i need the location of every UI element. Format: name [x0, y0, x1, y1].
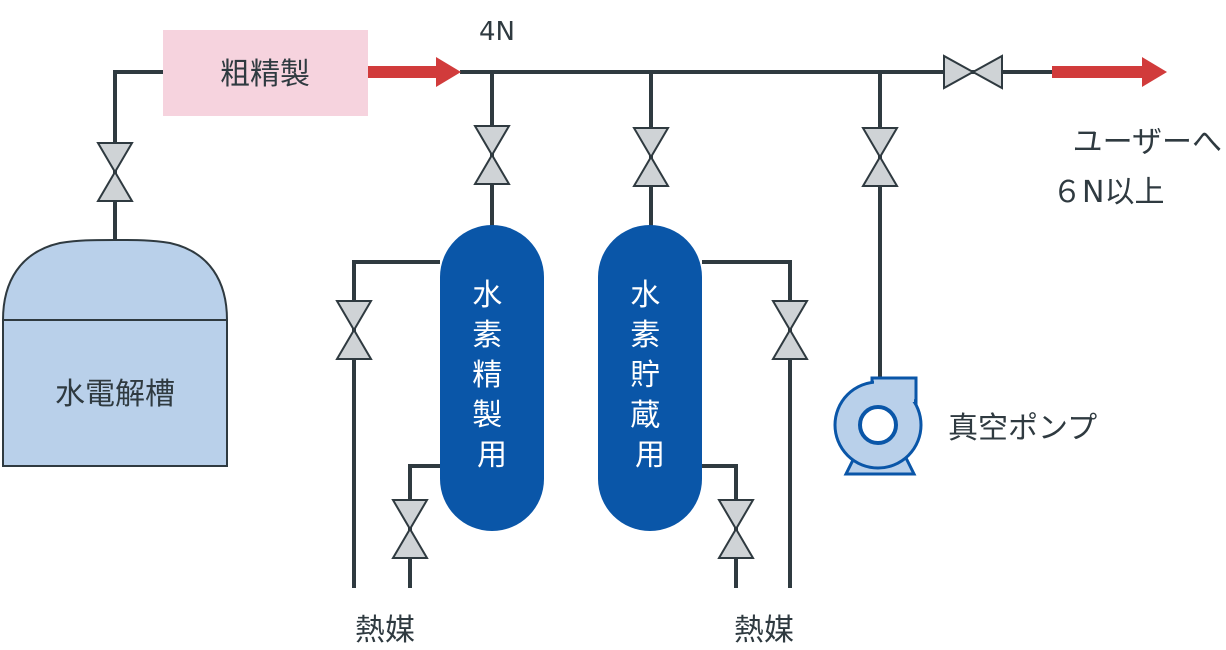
pipe-heat-right-inner — [702, 464, 738, 588]
crude-purification-box — [163, 30, 368, 116]
flow-arrow-out — [1052, 57, 1167, 87]
valve-icon[interactable] — [943, 54, 1003, 90]
vacuum-pump-label: 真空ポンプ — [948, 411, 1097, 446]
valve-icon[interactable] — [473, 125, 511, 185]
purification-tank-label: 水 素 精 製 用 — [472, 278, 512, 473]
valve-icon[interactable] — [771, 300, 809, 360]
pipe-heat-left-inner — [408, 464, 440, 588]
electrolyzer-tank — [2, 239, 228, 467]
to-user-label: ユーザーへ — [1073, 125, 1222, 160]
hydrogen-purification-tank — [440, 225, 544, 531]
pipe-heat-left-outer — [352, 260, 440, 588]
pipes — [113, 70, 1052, 588]
vacuum-pump-icon — [833, 376, 923, 476]
valve-icon[interactable] — [632, 127, 670, 187]
pipe-heat-right-outer — [702, 260, 792, 588]
heat-medium-left-label: 熱媒 — [355, 613, 415, 648]
hydrogen-storage-tank — [598, 225, 702, 531]
valve-icon[interactable] — [861, 127, 899, 187]
heat-medium-right-label: 熱媒 — [734, 613, 794, 648]
valve-icon[interactable] — [96, 142, 134, 202]
purity-out-label: ６N以上 — [1052, 175, 1164, 210]
valve-icon[interactable] — [335, 300, 373, 360]
purity-in-label: 4N — [479, 17, 515, 47]
crude-purification-label: 粗精製 — [220, 57, 310, 92]
electrolyzer-label: 水電解槽 — [55, 377, 175, 412]
flow-arrow-in — [368, 57, 461, 87]
valve-icon[interactable] — [717, 499, 755, 559]
valve-icon[interactable] — [391, 499, 429, 559]
storage-tank-label: 水 素 貯 蔵 用 — [630, 278, 670, 473]
